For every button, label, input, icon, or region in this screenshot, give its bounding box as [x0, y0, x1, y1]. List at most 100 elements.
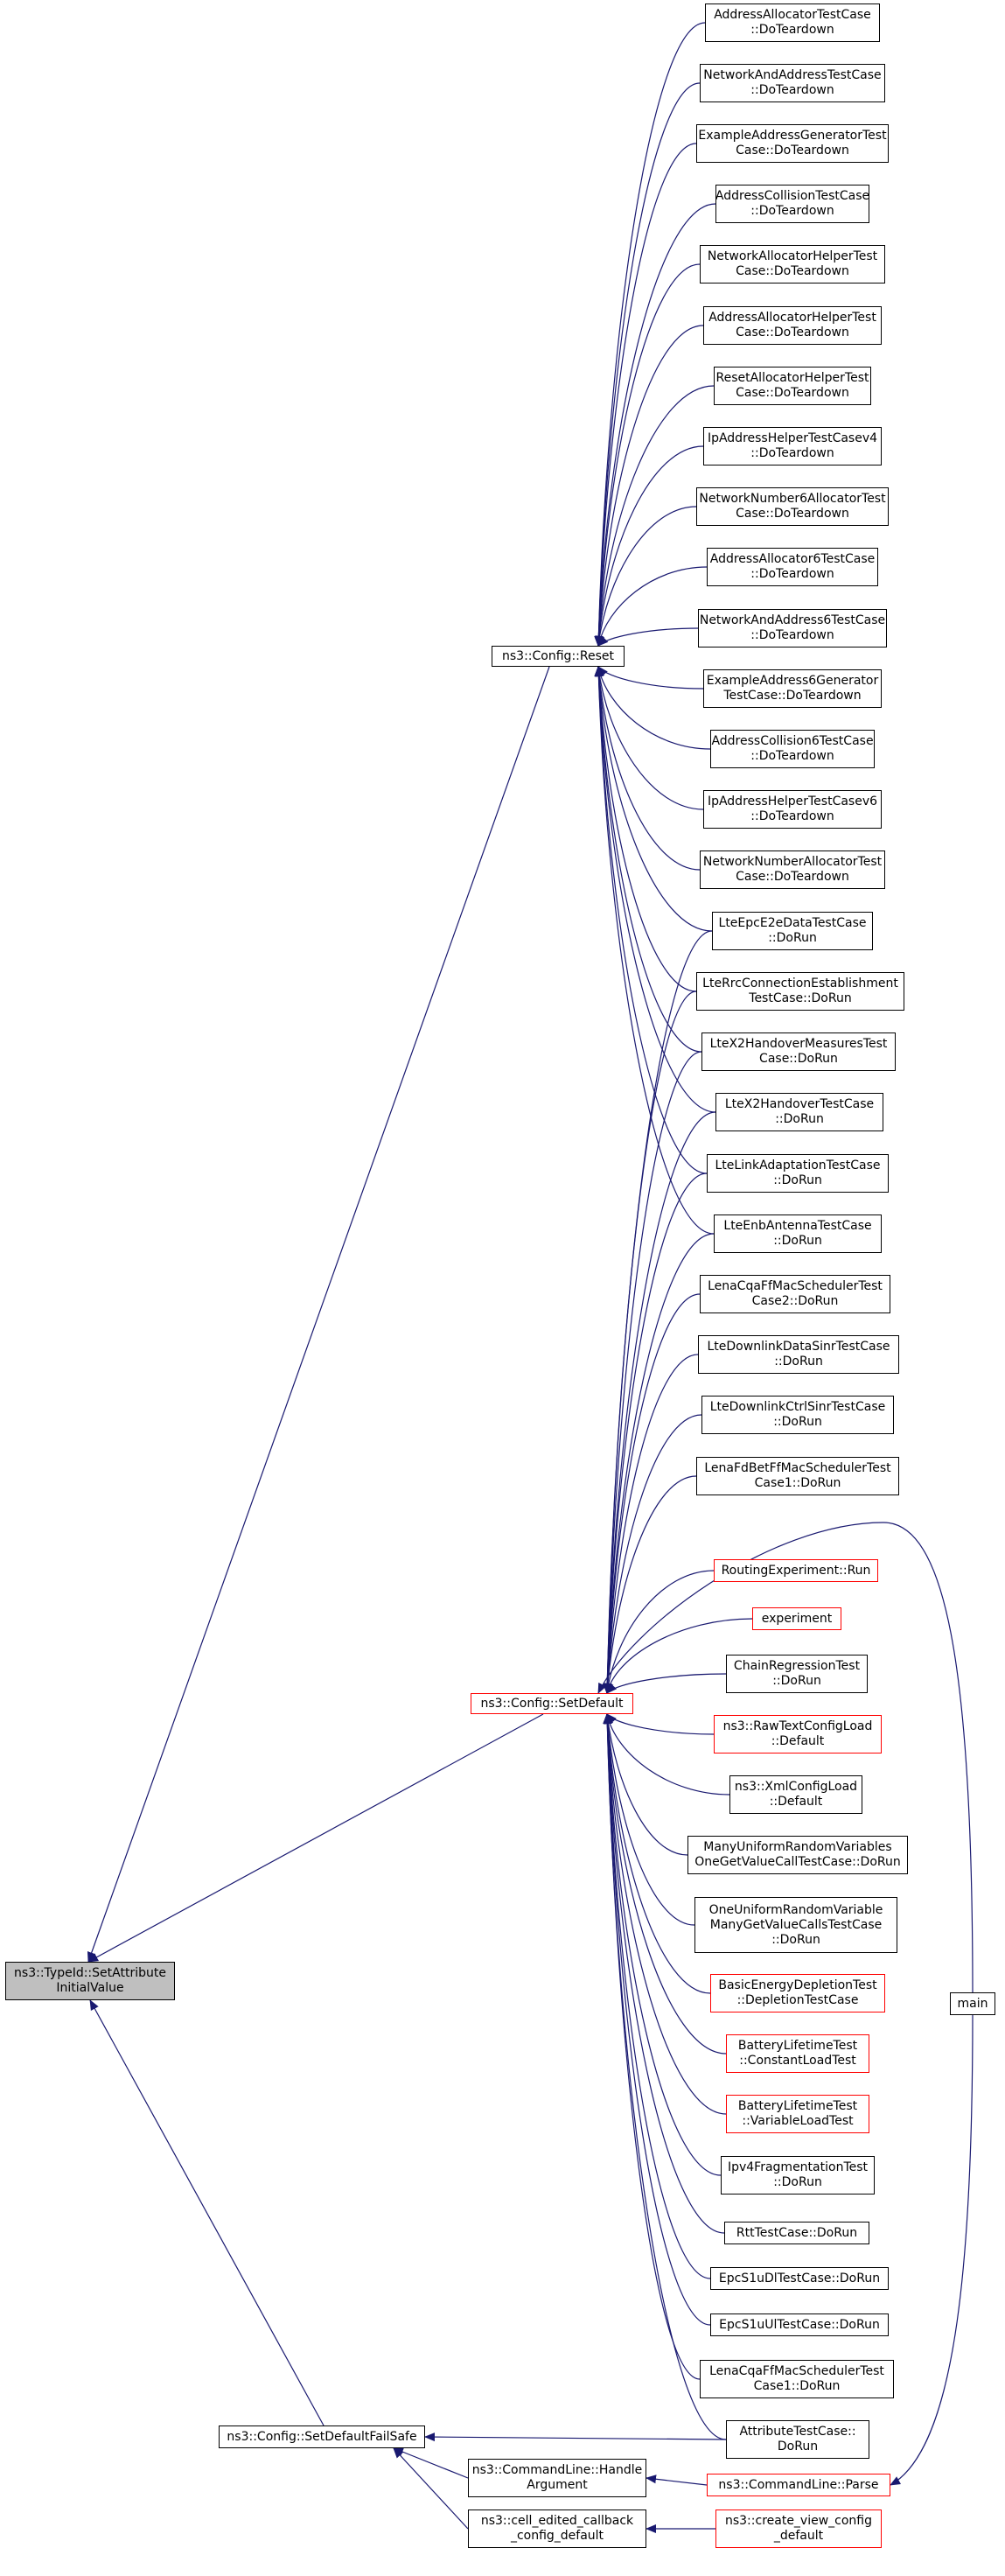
node-label-line: ExampleAddress6Generator	[706, 674, 879, 688]
node-b6[interactable]: LteEnbAntennaTestCase::DoRun	[714, 1214, 882, 1253]
node-label-line: LteRrcConnectionEstablishment	[702, 976, 898, 990]
edge-attr-to-setdefaultfailsafe	[424, 2432, 727, 2442]
node-label-line: ::DoRun	[773, 1415, 822, 1429]
node-label-line: ResetAllocatorHelperTest	[715, 371, 869, 385]
node-label-line: ns3::Config::Reset	[502, 648, 614, 663]
edge-r2-to-reset	[594, 82, 701, 647]
node-b1[interactable]: LteEpcE2eDataTestCase::DoRun	[712, 912, 873, 950]
node-main[interactable]: main	[950, 1992, 995, 2015]
node-r14[interactable]: IpAddressHelperTestCasev6::DoTeardown	[703, 790, 882, 829]
edge-b5-to-reset	[594, 666, 708, 1174]
node-label-line: LenaFdBetFfMacSchedulerTest	[704, 1461, 891, 1475]
node-s9[interactable]: ns3::XmlConfigLoad::Default	[729, 1775, 862, 1814]
node-label-line: LteDownlinkDataSinrTestCase	[707, 1340, 890, 1354]
node-label-line: ::DoTeardown	[750, 628, 834, 642]
edge-s17-to-setdefault	[603, 1713, 711, 2279]
node-setdefault[interactable]: ns3::Config::SetDefault	[471, 1693, 633, 1714]
edge-cl-handle-to-setdefaultfailsafe	[393, 2447, 469, 2479]
node-r4[interactable]: AddressCollisionTestCase::DoTeardown	[715, 185, 869, 223]
node-label-line: LteX2HandoverMeasuresTest	[709, 1037, 888, 1051]
node-s7[interactable]: ChainRegressionTest::DoRun	[726, 1655, 868, 1693]
node-s13[interactable]: BatteryLifetimeTest::ConstantLoadTest	[726, 2034, 869, 2073]
node-label-line: NetworkAndAddress6TestCase	[699, 613, 886, 627]
node-s15[interactable]: Ipv4FragmentationTest::DoRun	[721, 2156, 875, 2194]
node-cl-parse[interactable]: ns3::CommandLine::Parse	[707, 2474, 890, 2496]
node-s16[interactable]: RttTestCase::DoRun	[724, 2222, 869, 2244]
node-r10[interactable]: AddressAllocator6TestCase::DoTeardown	[707, 548, 878, 586]
node-label-line: LteLinkAdaptationTestCase	[715, 1158, 881, 1172]
node-s3[interactable]: LteDownlinkCtrlSinrTestCase::DoRun	[701, 1396, 894, 1434]
node-s2[interactable]: LteDownlinkDataSinrTestCase::DoRun	[698, 1335, 899, 1374]
node-label-line: NetworkNumber6AllocatorTest	[699, 492, 886, 506]
node-label-line: AddressCollision6TestCase	[711, 734, 874, 748]
node-s6[interactable]: experiment	[752, 1607, 841, 1630]
node-label-line: ::DoTeardown	[750, 567, 834, 581]
edge-s10-to-setdefault	[604, 1713, 688, 1856]
node-setdefaultfailsafe[interactable]: ns3::Config::SetDefaultFailSafe	[219, 2426, 425, 2448]
node-r11[interactable]: NetworkAndAddress6TestCase::DoTeardown	[698, 609, 887, 648]
node-r13[interactable]: AddressCollision6TestCase::DoTeardown	[710, 730, 875, 768]
edge-setdefaultfailsafe-to-typeid	[89, 1999, 325, 2426]
edge-r8-to-reset	[594, 445, 704, 647]
node-attr[interactable]: AttributeTestCase::DoRun	[726, 2420, 869, 2459]
node-label-line: ManyGetValueCallsTestCase	[709, 1917, 883, 1932]
node-label-line: _default	[773, 2529, 824, 2543]
node-label-line: EpcS1uUlTestCase::DoRun	[719, 2317, 880, 2332]
node-r8[interactable]: IpAddressHelperTestCasev4::DoTeardown	[703, 427, 882, 466]
node-label-line: LteX2HandoverTestCase	[724, 1097, 875, 1111]
node-label-line: experiment	[761, 1611, 833, 1626]
node-label-line: TestCase::DoTeardown	[723, 689, 862, 703]
node-label-line: BatteryLifetimeTest	[737, 2039, 858, 2053]
node-label-line: ns3::TypeId::SetAttribute	[14, 1966, 166, 1980]
node-s18[interactable]: EpcS1uUlTestCase::DoRun	[710, 2314, 889, 2336]
node-s5[interactable]: RoutingExperiment::Run	[714, 1559, 878, 1582]
node-reset[interactable]: ns3::Config::Reset	[492, 646, 625, 667]
node-label-line: Case::DoTeardown	[736, 144, 849, 158]
edge-b5-to-setdefault	[603, 1172, 708, 1694]
node-r1[interactable]: AddressAllocatorTestCase::DoTeardown	[705, 4, 880, 42]
node-s17[interactable]: EpcS1uDlTestCase::DoRun	[710, 2267, 889, 2290]
node-b4[interactable]: LteX2HandoverTestCase::DoRun	[715, 1093, 883, 1131]
node-label-line: ::Default	[769, 1795, 823, 1809]
node-label-line: ns3::Config::SetDefault	[480, 1696, 624, 1711]
node-label-line: ::DoTeardown	[750, 749, 834, 763]
node-label-line: ::DoTeardown	[750, 809, 834, 823]
edge-b3-to-reset	[594, 666, 702, 1053]
node-label-line: ns3::CommandLine::Parse	[718, 2477, 879, 2492]
node-label-line: TestCase::DoRun	[749, 991, 852, 1005]
node-s14[interactable]: BatteryLifetimeTest::VariableLoadTest	[726, 2095, 869, 2133]
node-label-line: AddressAllocatorHelperTest	[708, 311, 876, 325]
node-label-line: AttributeTestCase::	[739, 2425, 856, 2439]
node-b5[interactable]: LteLinkAdaptationTestCase::DoRun	[707, 1154, 889, 1193]
node-label-line: ::DoTeardown	[750, 446, 834, 460]
node-label-line: ns3::cell_edited_callback	[480, 2514, 634, 2528]
node-s8[interactable]: ns3::RawTextConfigLoad::Default	[714, 1715, 882, 1754]
node-label-line: ns3::Config::SetDefaultFailSafe	[227, 2429, 417, 2444]
node-cell-edited[interactable]: ns3::cell_edited_callback_config_default	[468, 2510, 646, 2548]
node-label-line: LteEpcE2eDataTestCase	[718, 916, 867, 930]
node-r2[interactable]: NetworkAndAddressTestCase::DoTeardown	[700, 64, 885, 102]
edge-s7-to-setdefault	[606, 1673, 727, 1694]
node-s12[interactable]: BasicEnergyDepletionTest::DepletionTestC…	[710, 1974, 885, 2012]
node-create-view[interactable]: ns3::create_view_config_default	[715, 2510, 882, 2548]
edge-r3-to-reset	[594, 143, 697, 647]
node-label-line: EpcS1uDlTestCase::DoRun	[718, 2271, 881, 2286]
node-label-line: LenaCqaFfMacSchedulerTest	[709, 2364, 884, 2378]
node-label-line: LenaCqaFfMacSchedulerTest	[708, 1279, 883, 1293]
